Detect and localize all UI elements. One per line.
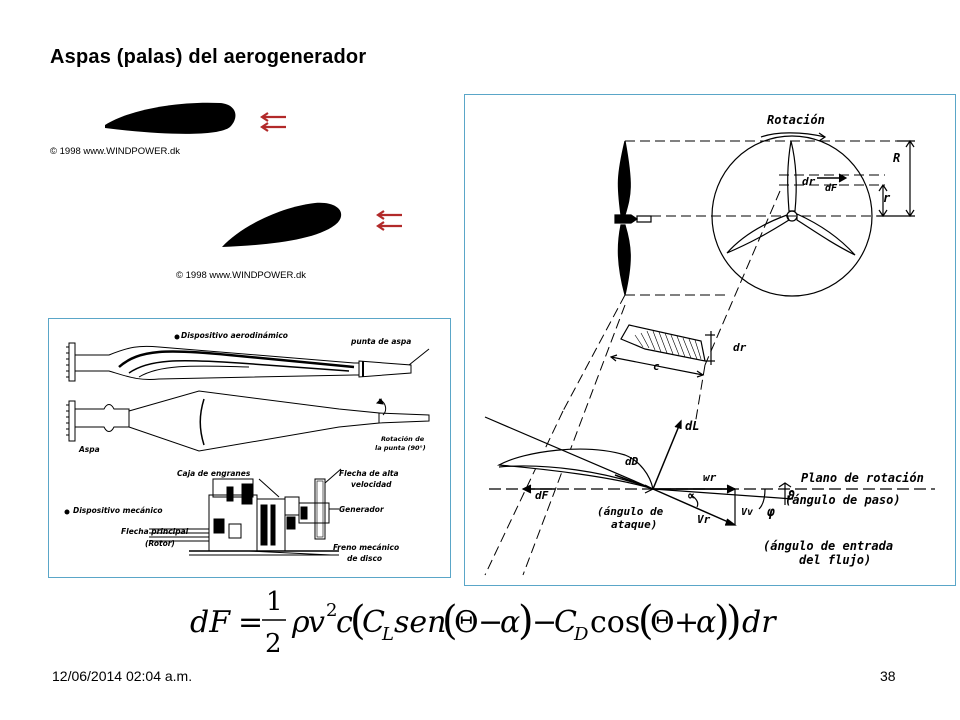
label-Vr: Vr <box>697 513 711 526</box>
label-inflow-angle-2: del flujo) <box>799 553 872 567</box>
label-dr-top: dr <box>802 175 816 188</box>
formula-cos: cos <box>590 605 640 640</box>
formula-minus-1: − <box>478 605 503 640</box>
label-disc-brake: de disco <box>347 554 383 563</box>
rotor-aerodynamics-panel: Rotación R r dr dF dr c dL dD wr dF Plan… <box>464 94 956 586</box>
label-chord: c <box>653 360 660 373</box>
formula-CD-sub: D <box>573 624 589 645</box>
formula-CL: C <box>362 605 385 640</box>
formula-theta-2: Θ <box>650 605 675 640</box>
label-mechanical-brake: Freno mecánico <box>333 543 400 552</box>
label-rotation: Rotación <box>767 113 825 127</box>
label-aerodynamic-device: Dispositivo aerodinámico <box>181 331 288 340</box>
label-pitch-angle: (ángulo de paso) <box>785 493 901 507</box>
label-theta: ϑ <box>787 489 795 504</box>
label-tip-rotation: Rotación de <box>381 435 425 443</box>
label-dF-top: dF <box>825 183 838 194</box>
slide-title: Aspas (palas) del aerogenerador <box>50 46 367 68</box>
airfoil-flat <box>105 102 236 134</box>
label-mechanical-device: Dispositivo mecánico <box>73 506 163 515</box>
copyright-note: © 1998 www.WINDPOWER.dk <box>50 146 180 157</box>
formula-sen: sen <box>394 605 446 640</box>
formula-square: 2 <box>326 600 337 621</box>
formula-CL-sub: L <box>381 624 394 645</box>
label-main-shaft: Flecha principal <box>121 527 189 536</box>
formula-equals: = <box>238 605 263 640</box>
formula-lhs: dF <box>190 605 231 640</box>
formula-denominator: 2 <box>265 629 282 658</box>
label-wr: wr <box>703 471 717 484</box>
svg-text:(: ( <box>442 598 458 644</box>
formula-c: c <box>336 605 353 640</box>
formula-CD: C <box>554 605 577 640</box>
label-generator: Generador <box>339 505 384 514</box>
formula-alpha-1: α <box>500 605 520 640</box>
formula-numerator: 1 <box>266 588 283 617</box>
label-gearbox: Caja de engranes <box>177 469 251 478</box>
blade-mechanism-drawing <box>64 334 430 556</box>
blade-mechanism-panel: Dispositivo aerodinámico punta de aspa A… <box>48 318 451 578</box>
label-plane-of-rotation: Plano de rotación <box>801 471 924 485</box>
svg-text:): ) <box>714 598 730 644</box>
label-attack-angle-2: ataque) <box>611 518 658 531</box>
svg-text:): ) <box>518 598 534 644</box>
copyright-note: © 1998 www.WINDPOWER.dk <box>176 270 306 281</box>
label-tip-rotation-2: la punta (90°) <box>375 444 426 452</box>
svg-text:): ) <box>726 598 742 644</box>
force-formula: dF = 1 2 ρ v 2 c ( C L sen ( Θ − α ) − C… <box>190 587 790 659</box>
label-alpha: ∝ <box>687 489 695 504</box>
airfoil-pitched <box>222 202 342 247</box>
formula-alpha-2: α <box>696 605 716 640</box>
label-R: R <box>893 151 901 165</box>
label-rotor: (Rotor) <box>145 539 175 548</box>
airflow-arrows-2 <box>376 210 402 231</box>
label-dr-element: dr <box>733 341 747 354</box>
formula-rho: ρ <box>291 605 310 640</box>
formula-paren: ( <box>350 598 366 644</box>
rotor-aerodynamics-drawing <box>484 132 935 576</box>
formula-svg: dF = 1 2 ρ v 2 c ( C L sen ( Θ − α ) − C… <box>190 587 777 659</box>
label-Vv: Vv <box>741 507 754 518</box>
formula-theta-1: Θ <box>454 605 479 640</box>
page-number: 38 <box>880 668 896 684</box>
label-blade-tip: punta de aspa <box>351 337 412 346</box>
label-dF-bottom: dF <box>535 489 549 502</box>
label-inflow-angle: (ángulo de entrada <box>763 539 894 553</box>
formula-plus: + <box>674 605 699 640</box>
label-r: r <box>883 191 891 205</box>
label-phi: φ <box>767 505 775 520</box>
formula-v: v <box>308 605 325 640</box>
label-dL: dL <box>685 419 700 433</box>
formula-dr: dr <box>742 605 777 640</box>
formula-minus-2: − <box>532 605 557 640</box>
svg-text:(: ( <box>638 598 654 644</box>
label-attack-angle: (ángulo de <box>597 505 664 518</box>
label-dD: dD <box>625 455 639 468</box>
label-high-speed-shaft: Flecha de alta <box>339 469 399 478</box>
footer-date: 12/06/2014 02:04 a.m. <box>52 668 193 684</box>
airflow-arrows-1 <box>260 112 286 132</box>
airfoil-illustrations <box>105 102 402 247</box>
label-high-speed-shaft-2: velocidad <box>351 480 392 489</box>
label-blade: Aspa <box>79 445 100 454</box>
